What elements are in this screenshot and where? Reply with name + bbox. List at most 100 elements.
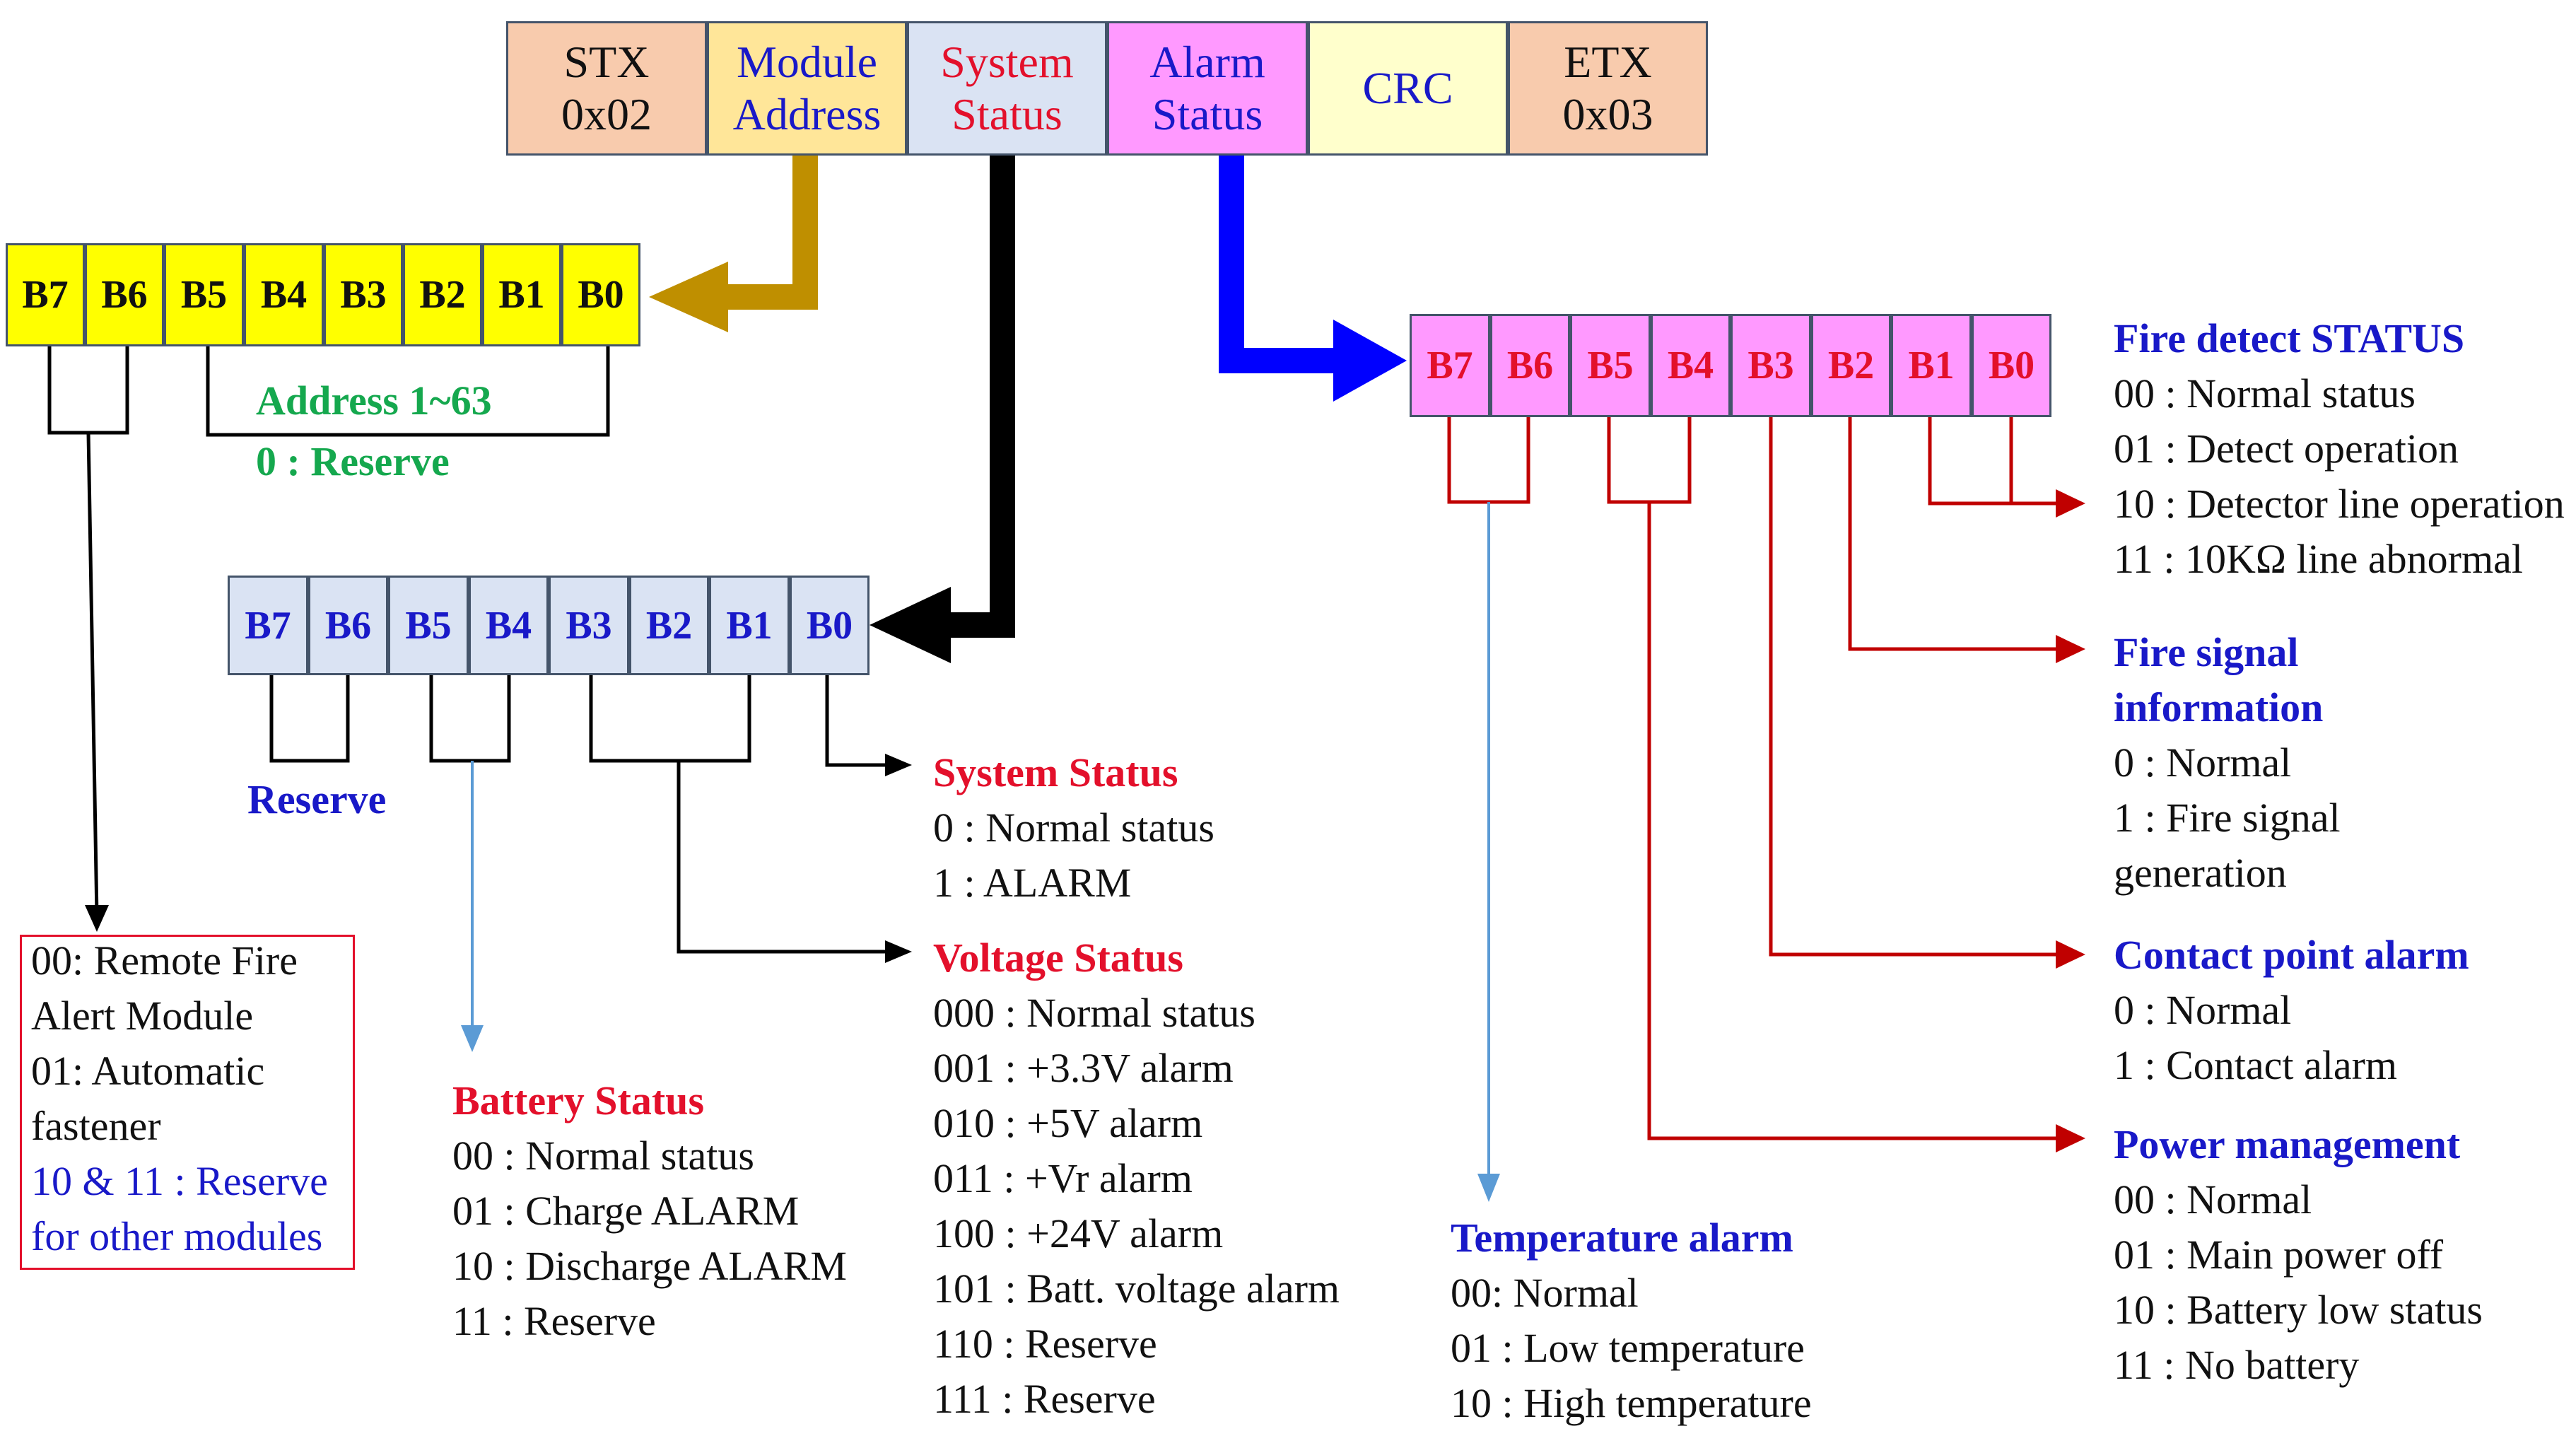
alarm-bit-b2: B2 <box>1811 314 1891 417</box>
module-type-legend <box>20 935 355 1270</box>
alarm-status-label-1: Alarm <box>1149 37 1265 88</box>
voltage-item: 011 : +Vr alarm <box>933 1155 1193 1201</box>
voltage-item: 010 : +5V alarm <box>933 1100 1203 1146</box>
voltage-item: 101 : Batt. voltage alarm <box>933 1266 1340 1312</box>
system-bit-b2: B2 <box>629 576 709 675</box>
crc-label: CRC <box>1362 63 1453 114</box>
address-bit-b1: B1 <box>482 243 561 346</box>
fire-detect-item: 10 : Detector line operation <box>2114 481 2565 527</box>
system-brackets <box>269 675 912 963</box>
address-bit-b5: B5 <box>164 243 244 346</box>
contact-point-title: Contact point alarm <box>2114 932 2469 978</box>
address-bit-b4: B4 <box>244 243 324 346</box>
voltage-status-title: Voltage Status <box>933 935 1183 981</box>
system-bit-b3: B3 <box>549 576 629 675</box>
battery-item: 00 : Normal status <box>452 1133 754 1179</box>
module-address-label-2: Address <box>732 89 882 139</box>
module-type-line-2: Alert Module <box>31 993 254 1039</box>
system-bit-b5: B5 <box>388 576 469 675</box>
battery-item: 11 : Reserve <box>452 1298 656 1344</box>
system-bit-b7: B7 <box>228 576 308 675</box>
address-arrow <box>649 148 818 332</box>
address-bit-b3: B3 <box>324 243 403 346</box>
temperature-title: Temperature alarm <box>1451 1215 1793 1261</box>
temperature-wire <box>1477 502 1500 1202</box>
frame-crc: CRC <box>1308 21 1508 156</box>
address-range-text: Address 1~63 <box>256 378 492 424</box>
power-management-title: Power management <box>2114 1121 2461 1167</box>
temperature-item: 01 : Low temperature <box>1451 1325 1805 1371</box>
battery-item: 01 : Charge ALARM <box>452 1188 800 1234</box>
system-arrow <box>870 148 1015 663</box>
module-address-label-1: Module <box>736 37 878 88</box>
voltage-item: 001 : +3.3V alarm <box>933 1045 1234 1091</box>
fire-detect-item: 00 : Normal status <box>2114 370 2416 416</box>
system-status-label-1: System <box>940 37 1074 88</box>
fire-signal-item: generation <box>2114 850 2287 896</box>
alarm-bit-b6: B6 <box>1490 314 1570 417</box>
contact-point-item: 1 : Contact alarm <box>2114 1042 2398 1088</box>
system-status-normal: 0 : Normal status <box>933 805 1214 851</box>
address-reserve-text: 0 : Reserve <box>256 438 450 484</box>
alarm-bit-b5: B5 <box>1570 314 1651 417</box>
system-bit-b4: B4 <box>469 576 549 675</box>
fire-signal-title-1: Fire signal <box>2114 629 2299 675</box>
voltage-item: 110 : Reserve <box>933 1321 1157 1367</box>
alarm-bit-b0: B0 <box>1972 314 2051 417</box>
battery-item: 10 : Discharge ALARM <box>452 1243 847 1289</box>
system-bit-b6: B6 <box>308 576 388 675</box>
module-type-line-3: 01: Automatic <box>31 1048 265 1094</box>
power-item: 01 : Main power off <box>2114 1232 2444 1278</box>
system-bit-b0: B0 <box>790 576 870 675</box>
contact-point-item: 0 : Normal <box>2114 987 2292 1033</box>
etx-value: 0x03 <box>1562 89 1653 139</box>
fire-signal-item: 1 : Fire signal <box>2114 795 2341 841</box>
etx-label: ETX <box>1564 37 1652 88</box>
power-item: 10 : Battery low status <box>2114 1287 2483 1333</box>
power-item: 11 : No battery <box>2114 1342 2360 1388</box>
module-type-line-5: 10 & 11 : Reserve <box>31 1158 328 1204</box>
alarm-bit-b4: B4 <box>1651 314 1731 417</box>
voltage-item: 100 : +24V alarm <box>933 1210 1224 1256</box>
address-bit-b7: B7 <box>6 243 85 346</box>
fire-detect-item: 01 : Detect operation <box>2114 426 2459 472</box>
alarm-bit-b1: B1 <box>1891 314 1972 417</box>
fire-signal-item: 0 : Normal <box>2114 740 2292 786</box>
alarm-bit-b3: B3 <box>1731 314 1811 417</box>
battery-status-title: Battery Status <box>452 1078 705 1123</box>
system-bit-b1: B1 <box>709 576 790 675</box>
module-type-line-1: 00: Remote Fire <box>31 938 298 983</box>
alarm-bit-b7: B7 <box>1410 314 1490 417</box>
voltage-item: 111 : Reserve <box>933 1376 1156 1422</box>
system-status-title: System Status <box>933 749 1178 795</box>
address-bit-b6: B6 <box>85 243 164 346</box>
stx-label: STX <box>563 37 650 88</box>
temperature-item: 00: Normal <box>1451 1270 1639 1316</box>
battery-wire <box>461 761 484 1052</box>
address-bit-b2: B2 <box>403 243 482 346</box>
fire-signal-title-2: information <box>2114 684 2324 730</box>
stx-value: 0x02 <box>561 89 652 139</box>
alarm-arrow <box>1219 148 1407 402</box>
module-type-line-6: for other modules <box>31 1213 323 1259</box>
alarm-status-label-2: Status <box>1152 89 1263 139</box>
fire-detect-item: 11 : 10KΩ line abnormal <box>2114 536 2523 582</box>
temperature-item: 10 : High temperature <box>1451 1380 1812 1426</box>
address-bit-b0: B0 <box>561 243 640 346</box>
voltage-item: 000 : Normal status <box>933 990 1255 1036</box>
address-brackets <box>47 346 610 932</box>
module-type-line-4: fastener <box>31 1103 161 1149</box>
alarm-arrowheads <box>2056 489 2085 1152</box>
fire-detect-title: Fire detect STATUS <box>2114 315 2465 361</box>
system-status-alarm: 1 : ALARM <box>933 860 1132 906</box>
system-reserve-text: Reserve <box>247 776 387 822</box>
power-item: 00 : Normal <box>2114 1176 2312 1222</box>
system-status-label-2: Status <box>952 89 1062 139</box>
